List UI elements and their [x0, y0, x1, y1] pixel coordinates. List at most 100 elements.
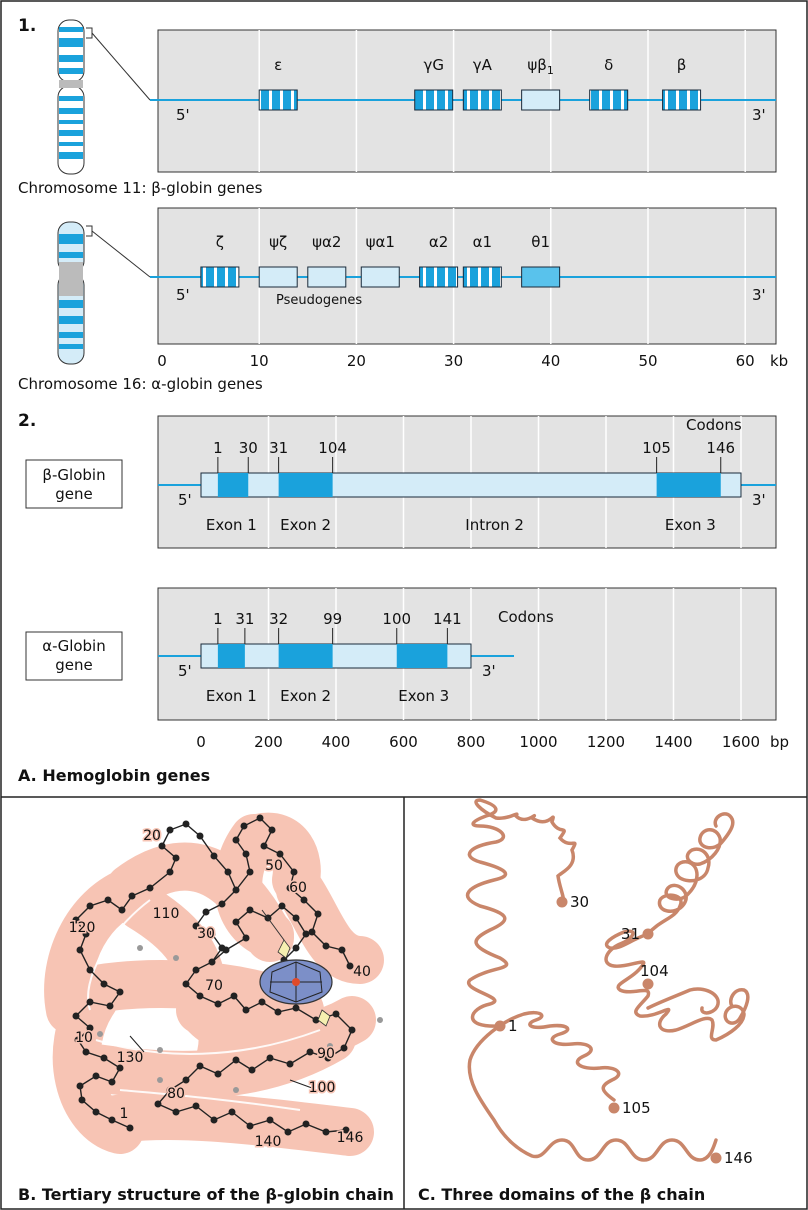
gene-box [360, 266, 400, 288]
residue-number: 80 [167, 1086, 185, 1102]
domain-marker-label: 105 [622, 1099, 651, 1117]
bp-tick-label: 1000 [519, 733, 557, 751]
bp-tick-label: 800 [457, 733, 486, 751]
bp-tick-label: 1400 [654, 733, 692, 751]
residue-number: 120 [69, 920, 96, 936]
residue-number: 110 [153, 906, 180, 922]
residue-number: 60 [289, 880, 307, 896]
region-label: Exon 3 [398, 687, 449, 705]
alpha-codons-label: Codons [498, 608, 554, 626]
region-label: Exon 1 [206, 516, 257, 534]
gene-label: θ1 [531, 233, 550, 251]
alpha-5prime: 5' [178, 662, 192, 680]
residue-number: 1 [120, 1106, 129, 1122]
kb-tick-label: 20 [347, 352, 366, 370]
kb-tick-label: 0 [157, 352, 167, 370]
exon-box [396, 644, 448, 668]
residue-number: 70 [205, 978, 223, 994]
gene-box [258, 266, 298, 288]
bp-tick-label: 200 [254, 733, 283, 751]
codon-number: 105 [642, 439, 671, 457]
gene-label: α1 [473, 233, 492, 251]
kb-tick-label: 30 [444, 352, 463, 370]
chr16-caption: Chromosome 16: α-globin genes [18, 375, 263, 393]
beta-gene-name-line2: gene [55, 485, 93, 503]
kb-tick-label: 40 [541, 352, 560, 370]
bp-tick-label: 1200 [587, 733, 625, 751]
chr16-3prime: 3' [752, 286, 766, 304]
part1-label: 1. [18, 16, 36, 36]
exon-box [278, 644, 333, 668]
beta-codons-label: Codons [686, 416, 742, 434]
alpha-gene-namebox: α-Globin gene [25, 631, 123, 681]
kb-tick-label: 60 [736, 352, 755, 370]
gene-box [200, 266, 240, 288]
gene-label-subscript: 1 [547, 64, 554, 77]
residue-number: 90 [317, 1046, 335, 1062]
codon-number: 146 [706, 439, 735, 457]
bp-tick-label: 600 [389, 733, 418, 751]
gene-label: δ [604, 56, 613, 74]
gene-box [258, 89, 298, 111]
alpha-gene-name: α-Globin [42, 637, 105, 655]
domain-marker-label: 146 [724, 1149, 753, 1167]
domain-marker-label: 104 [640, 962, 669, 980]
kb-tick-label: 10 [250, 352, 269, 370]
residue-number: 30 [197, 926, 215, 942]
domain-marker-label: 1 [508, 1017, 518, 1035]
bp-tick-label: 1600 [722, 733, 760, 751]
chr16-5prime: 5' [176, 286, 190, 304]
gene-label: γG [423, 56, 444, 74]
residue-number: 100 [309, 1080, 336, 1096]
codon-number: 31 [269, 439, 288, 457]
kb-tick-label: 50 [638, 352, 657, 370]
codon-number: 32 [269, 610, 288, 628]
gene-label: ψα1 [366, 233, 395, 251]
region-label: Exon 2 [280, 687, 331, 705]
chr11-caption: Chromosome 11: β-globin genes [18, 179, 263, 197]
domain-marker-dot [494, 1020, 506, 1032]
chr11-5prime: 5' [176, 106, 190, 124]
gene-label: α2 [429, 233, 448, 251]
part2-label: 2. [18, 411, 36, 431]
gene-label: ψα2 [312, 233, 341, 251]
exon-box [217, 473, 249, 497]
gene-box [462, 266, 502, 288]
beta-5prime: 5' [178, 491, 192, 509]
codon-number: 30 [239, 439, 258, 457]
domain-marker-dot [710, 1152, 722, 1164]
gene-label: β [677, 56, 687, 74]
alpha-gene-name-line2: gene [55, 656, 93, 674]
gene-box [419, 266, 459, 288]
gene-box [521, 266, 561, 288]
codon-number: 99 [323, 610, 342, 628]
domain-marker-dot [642, 978, 654, 990]
alpha-3prime: 3' [482, 662, 496, 680]
codon-number: 31 [235, 610, 254, 628]
codon-number: 141 [433, 610, 462, 628]
chromosome-11-ideogram [57, 19, 151, 175]
kb-axis-unit: kb [770, 352, 788, 370]
heme-group-icon [259, 909, 333, 1027]
beta-chain-domains [465, 798, 750, 1162]
residue-number: 140 [255, 1134, 282, 1150]
bp-tick-label: 0 [196, 733, 206, 751]
beta-globin-tertiary-structure [44, 812, 384, 1156]
residue-number: 50 [265, 858, 283, 874]
gene-box [521, 89, 561, 111]
gene-box [462, 89, 502, 111]
region-label: Exon 3 [665, 516, 716, 534]
pseudogenes-label: Pseudogenes [276, 293, 362, 308]
panel-a-caption: A. Hemoglobin genes [18, 766, 210, 785]
codon-number: 104 [318, 439, 347, 457]
region-label: Intron 2 [465, 516, 524, 534]
domain-marker-dot [608, 1102, 620, 1114]
gene-box [307, 266, 347, 288]
gene-box [589, 89, 629, 111]
residue-number: 20 [143, 828, 161, 844]
